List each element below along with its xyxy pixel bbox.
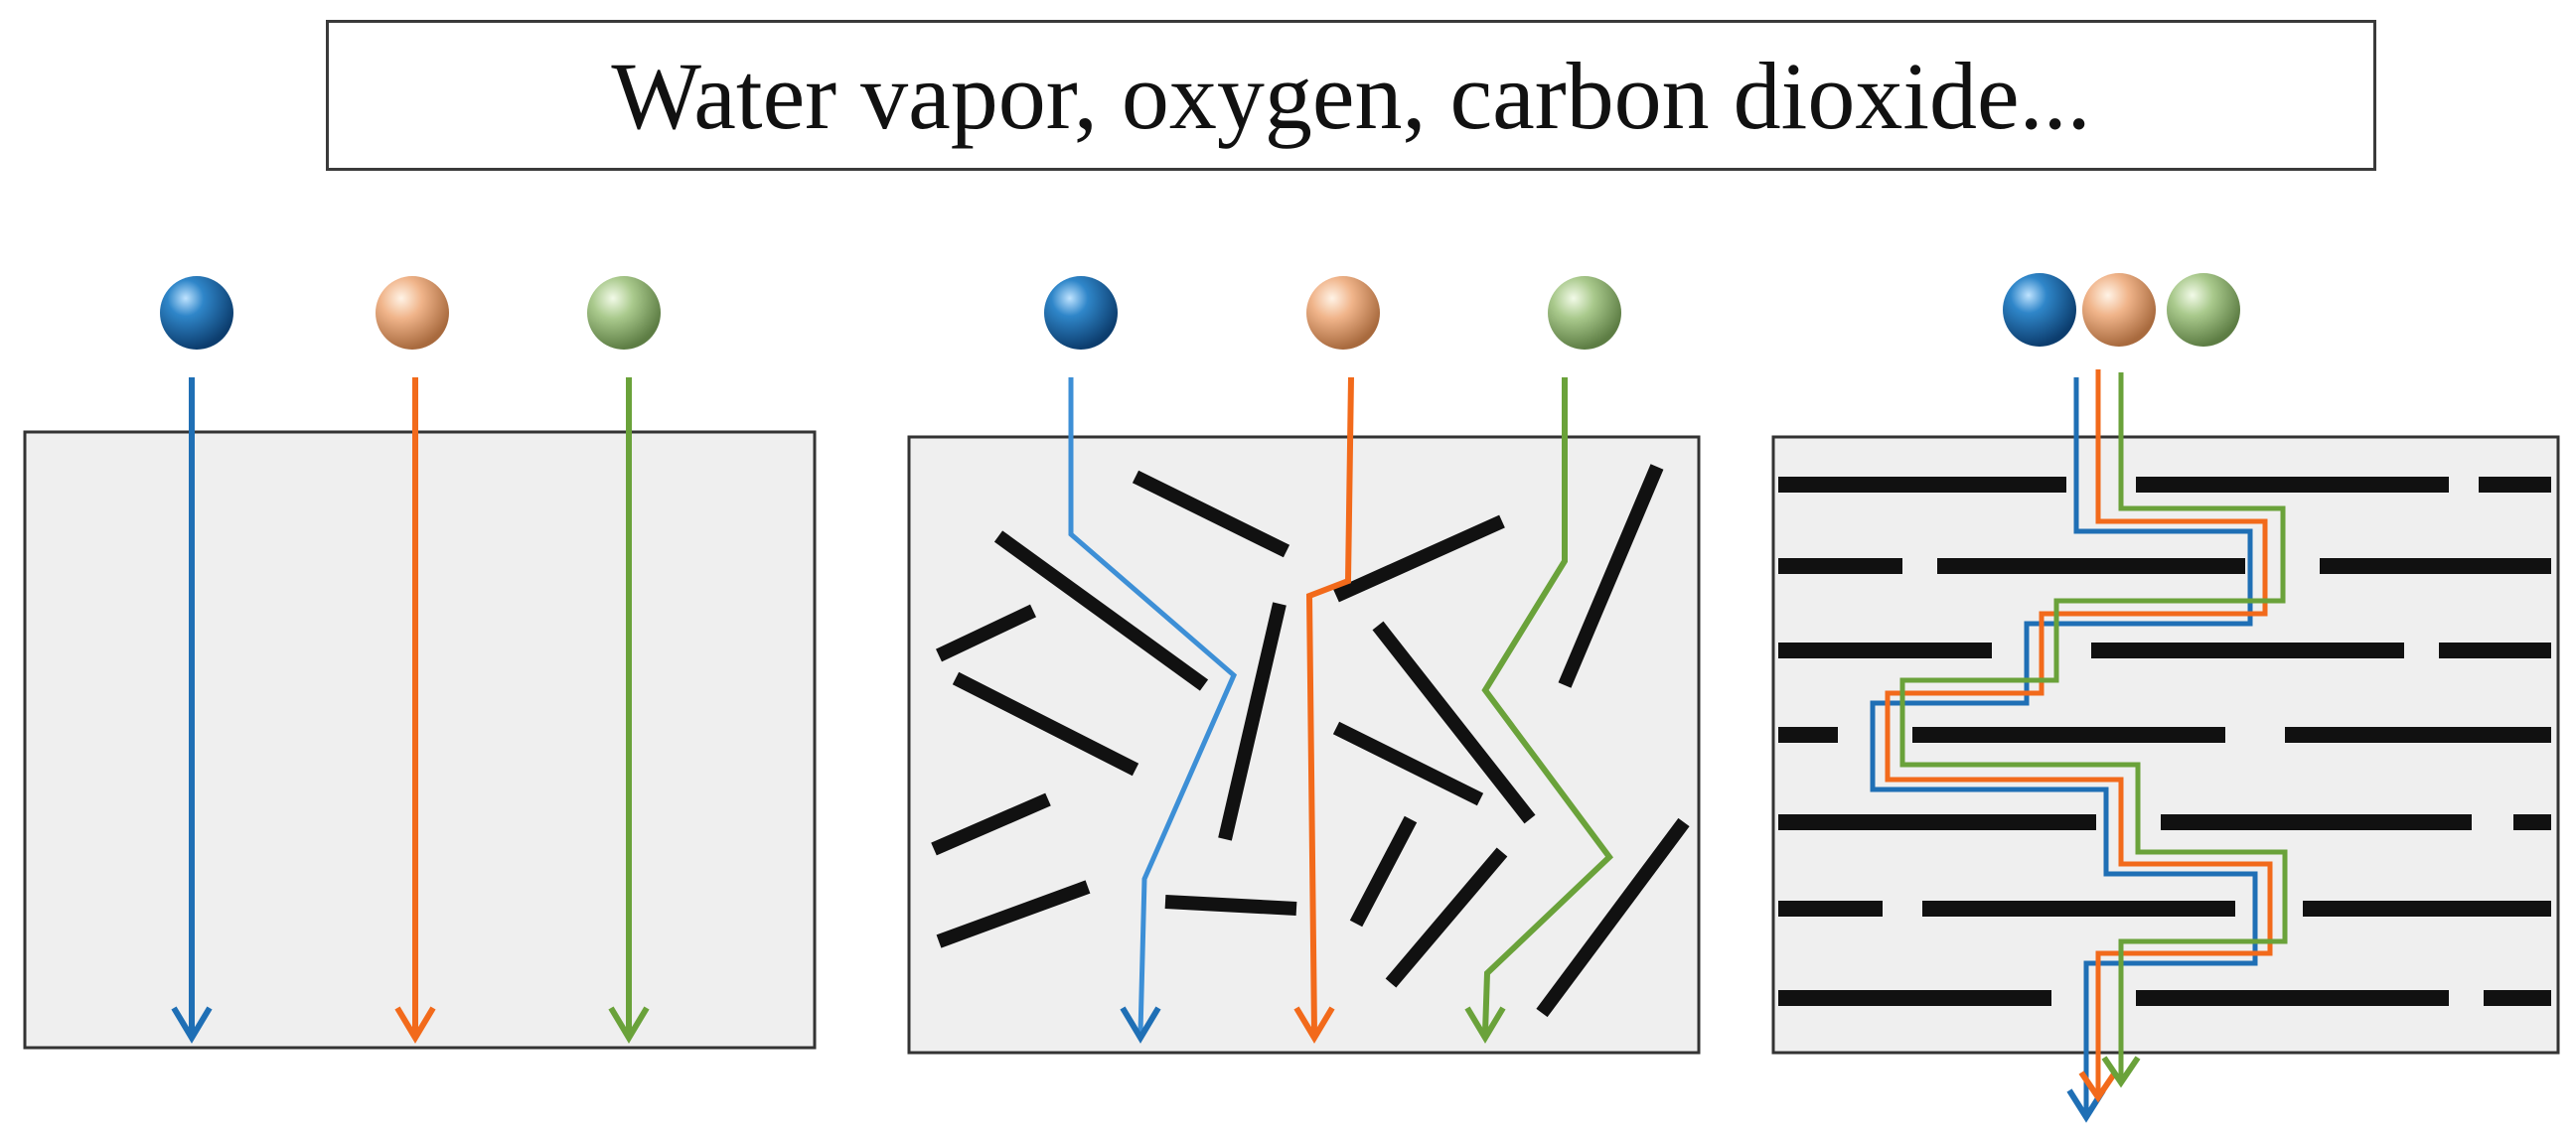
panel-random-filler-film (907, 276, 1701, 1055)
water-vapor-path-1 (171, 377, 213, 1044)
water-vapor-molecule-2 (1044, 276, 1118, 350)
platelet (1349, 815, 1418, 928)
gas-title-text: Water vapor, oxygen, carbon dioxide... (611, 42, 2091, 149)
platelet (1164, 895, 1297, 916)
panel-aligned-filler-film (1771, 273, 2560, 1123)
carbon-dioxide-molecule-3 (2167, 273, 2240, 347)
oxygen-path-1 (394, 377, 436, 1044)
platelet (936, 604, 1036, 662)
platelet (952, 671, 1139, 777)
platelet (1372, 621, 1536, 824)
platelet (1132, 470, 1290, 558)
platelet (1385, 847, 1508, 988)
oxygen-molecule-3 (2082, 273, 2156, 347)
carbon-dioxide-path-3 (1899, 372, 2288, 1088)
platelet (1333, 514, 1505, 603)
water-vapor-path-2 (1068, 377, 1238, 1044)
carbon-dioxide-molecule-1 (587, 276, 661, 350)
platelet (1536, 817, 1690, 1018)
filler-platelets-aligned (1778, 477, 2551, 1006)
filler-platelets-random (931, 464, 1690, 1018)
film-box-1 (23, 430, 817, 1050)
panel-pure-film (23, 276, 817, 1050)
gas-title-box: Water vapor, oxygen, carbon dioxide... (326, 20, 2376, 171)
platelet (931, 792, 1051, 856)
oxygen-path-3 (1885, 369, 2273, 1103)
platelet (1332, 721, 1484, 806)
carbon-dioxide-molecule-2 (1548, 276, 1621, 350)
carbon-dioxide-path-2 (1464, 377, 1613, 1044)
water-vapor-molecule-3 (2003, 273, 2076, 347)
platelet (936, 880, 1091, 948)
platelet (1558, 464, 1664, 688)
oxygen-path-2 (1293, 376, 1354, 1044)
water-vapor-molecule-1 (160, 276, 233, 350)
platelet (1218, 602, 1287, 841)
oxygen-molecule-2 (1306, 276, 1380, 350)
carbon-dioxide-path-1 (608, 377, 650, 1044)
oxygen-molecule-1 (376, 276, 449, 350)
platelet (993, 530, 1209, 691)
